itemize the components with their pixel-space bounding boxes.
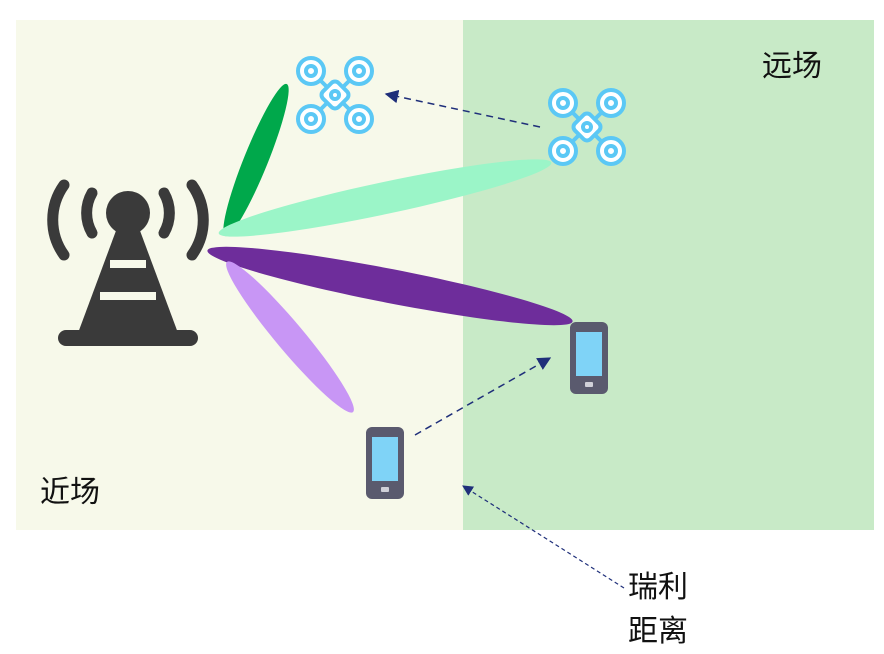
drone-move-arrow [384,89,541,128]
beam-dark-green [223,83,289,237]
near-field-label: 近场 [40,475,100,510]
cell-tower-icon [47,179,209,346]
rayleigh-label-line2: 距离 [628,614,688,649]
rayleigh-label-line1: 瑞利 [628,570,688,605]
beam-dark-purple [207,246,573,326]
phone-move-arrow [414,357,552,436]
beam-light-green [218,159,552,237]
smartphone-icon [570,322,608,394]
beam-light-purple [226,261,354,413]
far-field-region [463,20,874,530]
rayleigh-pointer-arrow [462,485,625,589]
rayleigh-distance-label: 瑞利 距离 [628,566,688,654]
far-field-label: 远场 [762,49,822,84]
smartphone-icon [366,427,404,499]
drone-icon [296,56,374,134]
drone-icon [548,88,626,166]
